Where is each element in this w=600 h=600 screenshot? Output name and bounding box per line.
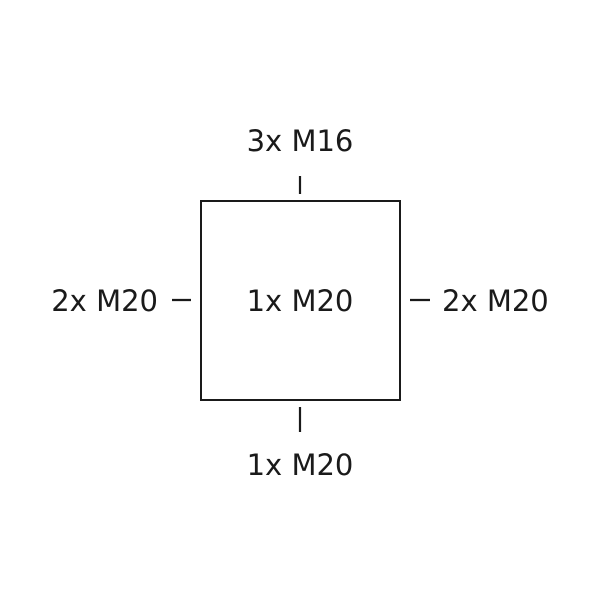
right-entry-label: 2x M20 [442, 284, 549, 318]
bottom-entry-label: 1x M20 [247, 448, 354, 482]
center-entry-label: 1x M20 [247, 284, 354, 318]
left-entry-label: 2x M20 [51, 284, 158, 318]
top-entry-label: 3x M16 [247, 124, 354, 158]
enclosure-box [200, 200, 401, 401]
